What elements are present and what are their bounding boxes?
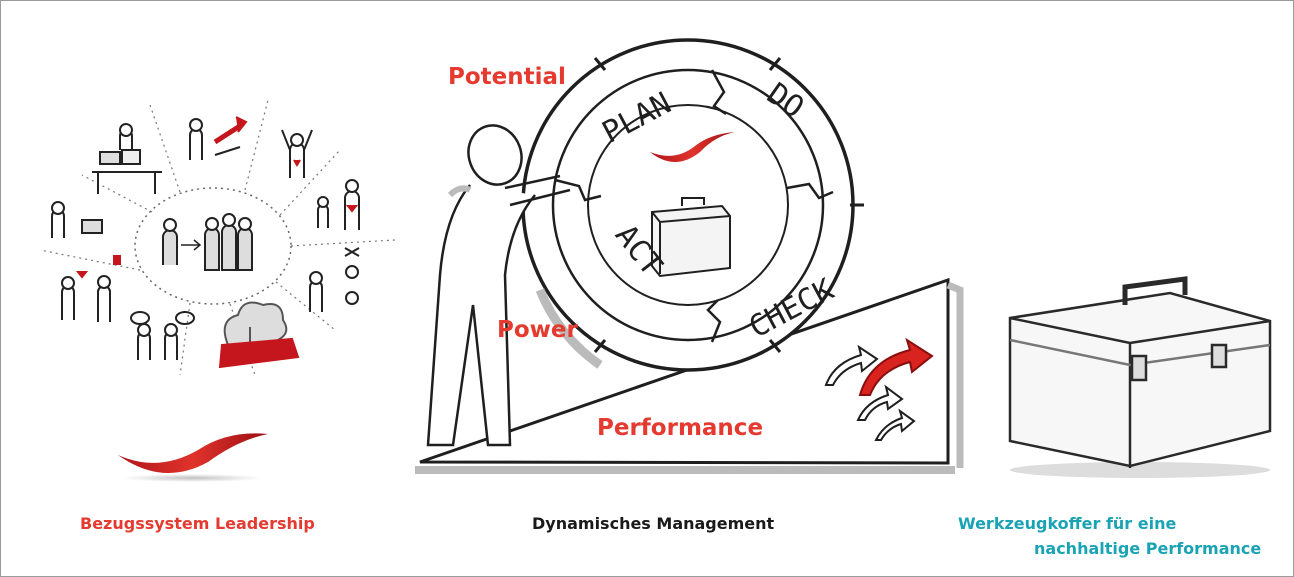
- gift-figures: [61, 255, 121, 322]
- label-performance: Performance: [597, 415, 764, 441]
- caption-leadership: Bezugssystem Leadership: [80, 514, 315, 533]
- emotion-figure: [309, 247, 360, 312]
- growth-figure: [218, 301, 300, 369]
- swoosh-logo-left: [118, 433, 268, 482]
- label-power: Power: [497, 317, 578, 343]
- cheer-figure: [281, 129, 313, 178]
- team-figures: [162, 213, 253, 271]
- growth-arrows: [824, 337, 934, 441]
- toolbox-small: [651, 197, 731, 278]
- caption-toolbox-line2: nachhaltige Performance: [1034, 539, 1262, 558]
- desk-figure: [92, 123, 162, 194]
- caption-toolbox-line1: Werkzeugkoffer für eine: [958, 514, 1177, 533]
- direction-figure: [189, 116, 248, 160]
- caption-management: Dynamisches Management: [532, 514, 775, 533]
- toolbox-large: [1008, 276, 1272, 478]
- swoosh-logo-center: [650, 132, 735, 162]
- label-potential: Potential: [448, 64, 566, 90]
- dialog-figures: [130, 311, 195, 360]
- pushing-figure: [426, 124, 571, 447]
- leadership-wheel: [39, 99, 396, 376]
- management-diagram: [415, 38, 964, 474]
- heart-figures: [317, 179, 360, 230]
- tool-figure: [51, 201, 103, 238]
